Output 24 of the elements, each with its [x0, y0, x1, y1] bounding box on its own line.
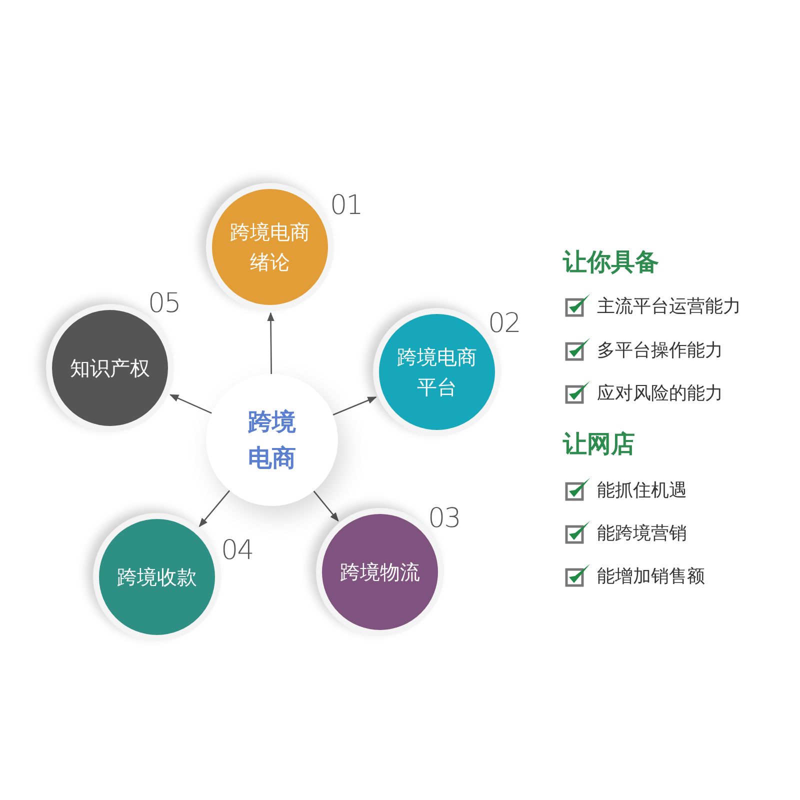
- arrow: [267, 312, 274, 374]
- list-item: 多平台操作能力: [597, 339, 723, 362]
- circle-label: 知识产权: [69, 355, 151, 382]
- circle-label: 跨境电商平台: [396, 344, 478, 401]
- circle-label: 跨境物流: [339, 559, 421, 586]
- list-heading: 让你具备: [563, 247, 659, 278]
- circle-label: 跨境电商: [247, 407, 297, 474]
- list-item: 能跨境营销: [597, 522, 687, 545]
- step-number: 03: [428, 503, 460, 534]
- list-heading: 让网店: [563, 429, 635, 460]
- step-number: 04: [221, 535, 254, 566]
- list-item: 能抓住机遇: [597, 479, 687, 502]
- arrow: [313, 490, 339, 522]
- step-number: 05: [148, 288, 180, 319]
- step-number: 01: [330, 190, 362, 221]
- list-item: 应对风险的能力: [597, 382, 723, 405]
- step-number: 02: [488, 308, 520, 339]
- arrow: [169, 394, 212, 414]
- circle-label: 跨境收款: [116, 564, 198, 591]
- arrow: [198, 490, 230, 528]
- arrow: [332, 396, 377, 416]
- list-item: 主流平台运营能力: [597, 295, 741, 318]
- list-item: 能增加销售额: [597, 565, 705, 588]
- circle-label: 跨境电商绪论: [229, 219, 311, 276]
